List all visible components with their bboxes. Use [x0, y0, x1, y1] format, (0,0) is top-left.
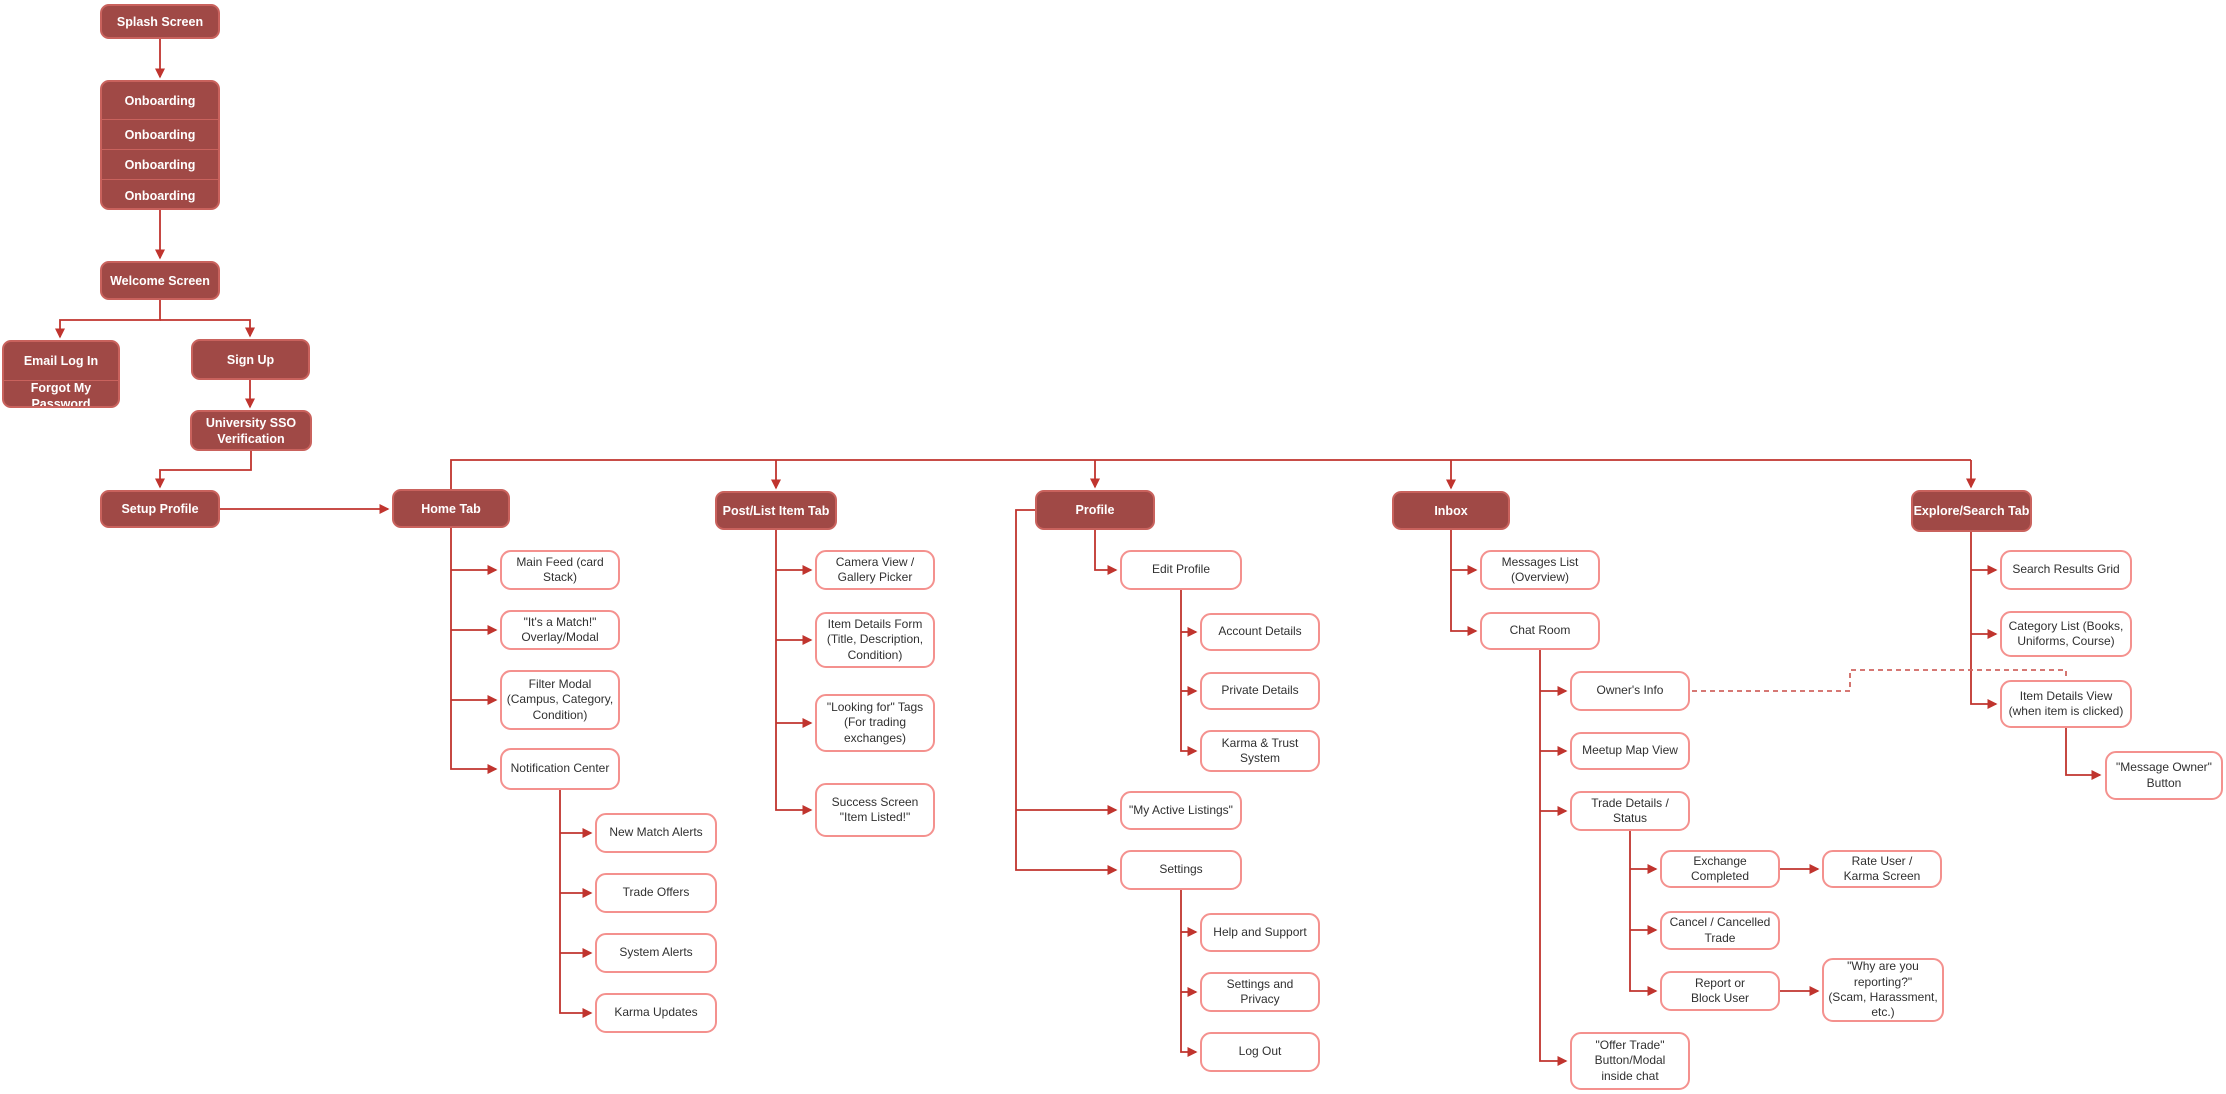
node-onboarding_stack-row-2[interactable]: Onboarding [102, 119, 218, 149]
node-karma_updates[interactable]: Karma Updates [595, 993, 717, 1033]
node-notification_center[interactable]: Notification Center [500, 748, 620, 790]
node-settings_and_privacy[interactable]: Settings and Privacy [1200, 972, 1320, 1012]
connector-settings-to-log_out [1180, 890, 1198, 1057]
node-inbox_tab[interactable]: Inbox [1392, 491, 1510, 530]
node-main_feed[interactable]: Main Feed (card Stack) [500, 550, 620, 590]
node-profile_tab[interactable]: Profile [1035, 490, 1155, 530]
connector-inbox_tab-to-chat_room [1450, 530, 1478, 636]
connector-edit_profile-to-karma_trust_system [1180, 590, 1198, 756]
node-help_and_support[interactable]: Help and Support [1200, 913, 1320, 952]
node-account_details[interactable]: Account Details [1200, 613, 1320, 651]
node-post_list_item_tab[interactable]: Post/List Item Tab [715, 491, 837, 530]
connector-owners_info-to-item_details_view [1692, 669, 2067, 692]
connector-profile_tab-to-edit_profile [1094, 530, 1118, 575]
node-sso_verification[interactable]: University SSO Verification [190, 410, 312, 451]
node-looking_for_tags[interactable]: "Looking for" Tags (For trading exchange… [815, 694, 935, 752]
connector-explore_search_tab-to-item_details_view [1970, 532, 1998, 709]
node-category_list[interactable]: Category List (Books, Uniforms, Course) [2000, 611, 2132, 657]
connector-trade_details_status-to-report_or_block_user [1629, 831, 1658, 996]
connector-welcome_screen-to-login_stack [55, 300, 161, 339]
node-karma_trust_system[interactable]: Karma & Trust System [1200, 730, 1320, 772]
node-my_active_listings[interactable]: "My Active Listings" [1120, 791, 1242, 830]
connector-welcome_screen-to-sign_up [160, 319, 255, 338]
node-trade_offers[interactable]: Trade Offers [595, 873, 717, 913]
node-rate_user_karma[interactable]: Rate User / Karma Screen [1822, 850, 1942, 888]
node-private_details[interactable]: Private Details [1200, 672, 1320, 710]
node-message_owner_button[interactable]: "Message Owner" Button [2105, 751, 2223, 800]
node-exchange_completed[interactable]: Exchange Completed [1660, 850, 1780, 888]
node-new_match_alerts[interactable]: New Match Alerts [595, 813, 717, 853]
node-splash_screen[interactable]: Splash Screen [100, 4, 220, 39]
connector-chat_room-to-offer_trade [1539, 650, 1568, 1066]
node-login_stack[interactable]: Email Log In Forgot My Password [2, 340, 120, 408]
node-messages_list[interactable]: Messages List (Overview) [1480, 550, 1600, 590]
node-item_details_form[interactable]: Item Details Form (Title, Description, C… [815, 612, 935, 668]
node-chat_room[interactable]: Chat Room [1480, 612, 1600, 650]
node-home_tab[interactable]: Home Tab [392, 489, 510, 528]
node-report_or_block_user[interactable]: Report or Block User [1660, 971, 1780, 1011]
connector-item_details_view-to-message_owner_button [2065, 728, 2102, 780]
node-success_screen[interactable]: Success Screen "Item Listed!" [815, 783, 935, 837]
connector-sso_verification-to-setup_profile [155, 451, 252, 489]
node-onboarding_stack-row-3[interactable]: Onboarding [102, 149, 218, 179]
node-onboarding_stack-row-4[interactable]: Onboarding [102, 179, 218, 208]
node-trade_details_status[interactable]: Trade Details / Status [1570, 791, 1690, 831]
node-edit_profile[interactable]: Edit Profile [1120, 550, 1242, 590]
node-settings[interactable]: Settings [1120, 850, 1242, 890]
connector-post_list_item_tab-to-success_screen [775, 530, 813, 815]
node-explore_search_tab[interactable]: Explore/Search Tab [1911, 490, 2032, 532]
node-camera_view[interactable]: Camera View / Gallery Picker [815, 550, 935, 590]
node-filter_modal[interactable]: Filter Modal (Campus, Category, Conditio… [500, 670, 620, 730]
node-cancel_cancelled_trade[interactable]: Cancel / Cancelled Trade [1660, 911, 1780, 950]
node-owners_info[interactable]: Owner's Info [1570, 671, 1690, 711]
node-match_overlay[interactable]: "It's a Match!" Overlay/Modal [500, 610, 620, 650]
node-sign_up[interactable]: Sign Up [191, 339, 310, 380]
node-onboarding_stack-row-1[interactable]: Onboarding [124, 93, 196, 108]
node-system_alerts[interactable]: System Alerts [595, 933, 717, 973]
node-search_results_grid[interactable]: Search Results Grid [2000, 550, 2132, 590]
connector-profile_tab-to-settings [1015, 509, 1118, 875]
connector-home_tab-to-notification_center [450, 528, 498, 774]
node-welcome_screen[interactable]: Welcome Screen [100, 261, 220, 300]
node-meetup_map_view[interactable]: Meetup Map View [1570, 732, 1690, 770]
node-setup_profile[interactable]: Setup Profile [100, 490, 220, 528]
node-why_reporting[interactable]: "Why are you reporting?" (Scam, Harassme… [1822, 958, 1944, 1022]
node-offer_trade[interactable]: "Offer Trade" Button/Modal inside chat [1570, 1032, 1690, 1090]
connector-notification_center-to-karma_updates [559, 790, 593, 1018]
connector-home_tab-to-tab_bus [450, 459, 1971, 489]
node-item_details_view[interactable]: Item Details View (when item is clicked) [2000, 680, 2132, 728]
node-login_stack-row-2[interactable]: Forgot My Password [4, 380, 118, 406]
node-login_stack-row-1[interactable]: Email Log In [23, 354, 99, 368]
node-log_out[interactable]: Log Out [1200, 1032, 1320, 1072]
